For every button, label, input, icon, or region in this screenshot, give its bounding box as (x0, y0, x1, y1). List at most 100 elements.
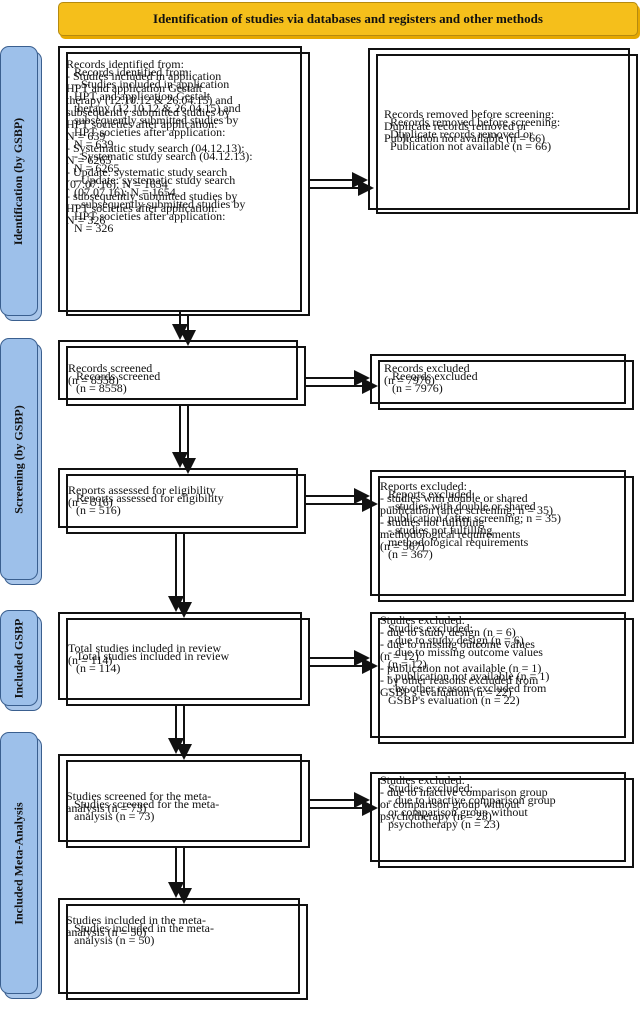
reports-assessed-text: Reports assessed for eligibility(n = 516… (68, 484, 216, 508)
text-line: - subsequently submitted studies by (66, 189, 238, 203)
text-line: Studies included in the meta- (74, 921, 214, 935)
records-removed-text-shadow: Records removed before screening:Duplica… (390, 116, 560, 152)
text-line: - Update: systematic study search (74, 173, 236, 187)
phase-included-meta: Included Meta-Analysis (0, 732, 42, 999)
text-line: HPT and application Gestalt (66, 81, 203, 95)
text-line: Total studies included in review (68, 641, 222, 655)
text-line: HPT societies after application: (66, 117, 218, 131)
text-line: methodological requirements (380, 527, 521, 541)
text-line: subsequently submitted studies by (74, 113, 239, 127)
records-identified-text: Records identified from:- Studies includ… (66, 58, 302, 226)
text-line: (n = 8558) (76, 381, 127, 395)
text-line: (n = 367) (380, 539, 425, 553)
studies-excluded-review-text-shadow: Studies excluded:- due to study design (… (388, 622, 549, 706)
records-screened-box (58, 340, 298, 400)
studies-excluded-meta-text-shadow: Studies excluded:- due to inactive compa… (388, 782, 556, 830)
text-line: N = 6265 (66, 153, 112, 167)
text-line: (n = 12) (388, 657, 427, 671)
text-line: (n = 7976) (392, 381, 443, 395)
text-line: or comparison group without (388, 805, 528, 819)
text-line: (n = 114) (68, 653, 113, 667)
text-line: - Systematic study search (04.12.13): (74, 149, 253, 163)
phase-screening: Screening (by GSBP) (0, 338, 42, 585)
text-line: Studies excluded: (388, 621, 473, 635)
text-line: Records identified from: (66, 57, 184, 71)
text-line: (n = 516) (68, 495, 113, 509)
text-line: (n = 12) (380, 649, 419, 663)
text-line: (n = 7976) (384, 373, 435, 387)
text-line: Records excluded (384, 361, 470, 375)
text-line: - Update: systematic study search (66, 165, 228, 179)
text-line: Total studies included in review (76, 649, 230, 663)
text-line: - publication not available (n = 1) (388, 669, 550, 683)
records-identified-box (58, 46, 302, 312)
text-line: Duplicate records removed or (384, 119, 527, 133)
studies-excluded-meta-box (370, 772, 626, 862)
text-line: - Studies included in application (66, 69, 222, 83)
text-line: publication (after screening; n = 35) (380, 503, 554, 517)
text-line: HPT societies after application: (74, 209, 226, 223)
total-included-text: Total studies included in review(n = 114… (68, 642, 221, 666)
text-line: Records excluded (392, 369, 478, 383)
text-line: psychotherapy (n = 23) (388, 817, 500, 831)
text-line: N = 639 (74, 137, 114, 151)
text-line: GSBP's evaluation (n = 22) (380, 685, 512, 699)
text-line: - studies not fulfilling (388, 523, 493, 537)
text-line: (07.07.16): N = 1654 (74, 185, 176, 199)
text-line: Reports assessed for eligibility (76, 491, 224, 505)
text-line: HPT societies after application: (74, 125, 226, 139)
text-line: Records removed before screening: (390, 115, 561, 129)
records-identified-text-shadow: Records identified from:- Studies includ… (74, 66, 306, 234)
studies-excluded-review-text: Studies excluded:- due to study design (… (380, 614, 541, 698)
text-line: Publication not available (n = 66) (384, 131, 546, 145)
text-line: Reports excluded: (380, 479, 467, 493)
records-removed-text: Records removed before screening:Duplica… (384, 108, 554, 144)
text-line: - studies with double or shared (380, 491, 528, 505)
text-line: - due to study design (n = 6) (388, 633, 524, 647)
text-line: Records removed before screening: (384, 107, 555, 121)
text-line: N = 639 (66, 129, 106, 143)
text-line: - publication not available (n = 1) (380, 661, 542, 675)
text-line: analysis (n = 50) (66, 925, 147, 939)
text-line: - by other reasons excluded from (388, 681, 547, 695)
included-meta-text: Studies included in the meta-analysis (n… (66, 914, 206, 938)
text-line: - due to study design (n = 6) (380, 625, 516, 639)
reports-assessed-text-shadow: Reports assessed for eligibility(n = 516… (76, 492, 224, 516)
text-line: analysis (n = 73) (74, 809, 155, 823)
studies-excluded-meta-text: Studies excluded:- due to inactive compa… (380, 774, 548, 822)
total-included-text-shadow: Total studies included in review(n = 114… (76, 650, 229, 674)
records-screened-text-shadow: Records screened(n = 8558) (76, 370, 160, 394)
text-line: methodological requirements (388, 535, 529, 549)
reports-excluded-text-shadow: Reports excluded:- studies with double o… (388, 488, 561, 560)
records-excluded-text-shadow: Records excluded(n = 7976) (392, 370, 478, 394)
text-line: - subsequently submitted studies by (74, 197, 246, 211)
text-line: Records identified from: (74, 65, 192, 79)
text-line: - by other reasons excluded from (380, 673, 539, 687)
text-line: (n = 516) (76, 503, 121, 517)
text-line: therapy (12.10.12 & 26.04.15) and (66, 93, 233, 107)
text-line: subsequently submitted studies by (66, 105, 231, 119)
text-line: - due to missing outcome values (380, 637, 535, 651)
text-line: Studies screened for the meta- (66, 789, 212, 803)
text-line: therapy (12.10.12 & 26.04.15) and (74, 101, 241, 115)
text-line: Studies excluded: (380, 773, 465, 787)
text-line: (07.07.16): N = 1654 (66, 177, 168, 191)
text-line: Records screened (76, 369, 161, 383)
records-excluded-text: Records excluded(n = 7976) (384, 362, 470, 386)
included-meta-text-shadow: Studies included in the meta-analysis (n… (74, 922, 214, 946)
text-line: analysis (n = 73) (66, 801, 147, 815)
screened-meta-text-shadow: Studies screened for the meta-analysis (… (74, 798, 219, 822)
text-line: (n = 8558) (68, 373, 119, 387)
text-line: publication (after screening; n = 35) (388, 511, 562, 525)
text-line: Records screened (68, 361, 153, 375)
text-line: HPT and application Gestalt (74, 89, 211, 103)
text-line: N = 326 (66, 213, 106, 227)
text-line: - due to inactive comparison group (388, 793, 556, 807)
text-line: GSBP's evaluation (n = 22) (388, 693, 520, 707)
reports-assessed-box (58, 468, 298, 528)
text-line: N = 326 (74, 221, 114, 235)
text-line: - due to inactive comparison group (380, 785, 548, 799)
text-line: (n = 114) (76, 661, 121, 675)
text-line: - studies not fulfilling (380, 515, 485, 529)
